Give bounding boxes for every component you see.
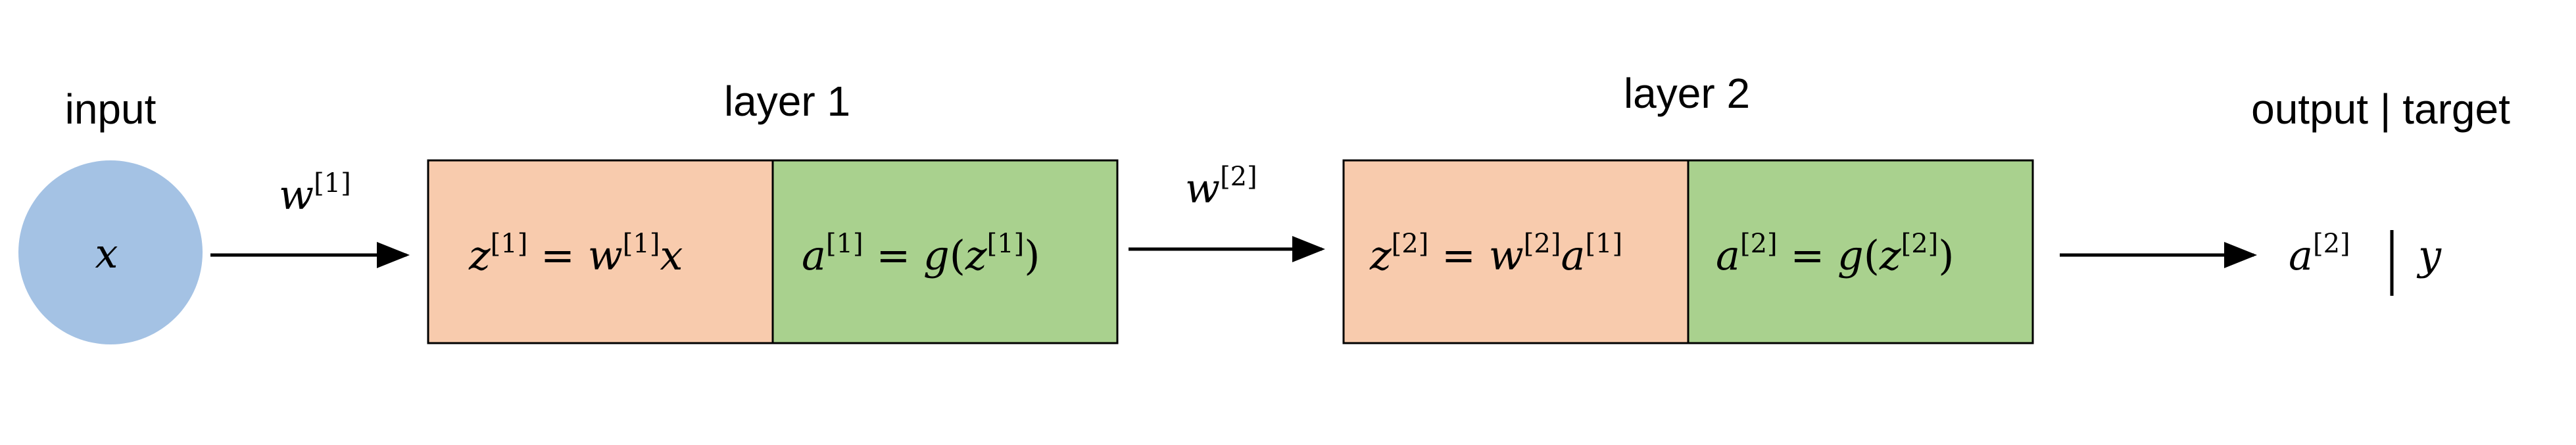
edge2-weight-label: w[2] (1185, 162, 1257, 212)
target-symbol: y (2416, 231, 2442, 279)
layer2-activation-equation: a[2] = g(z[2]) (1716, 229, 1954, 279)
input-label: input (65, 85, 157, 133)
layer1-label: layer 1 (724, 78, 850, 125)
layer1-activation-equation: a[1] = g(z[1]) (802, 229, 1040, 279)
layer2-activation-box (1687, 159, 2034, 344)
output-label: output | target (2251, 85, 2510, 133)
layer1-linear-equation: z[1] = w[1]x (468, 229, 683, 279)
layer1-linear-box (427, 159, 774, 344)
input-symbol: x (95, 229, 118, 277)
layer2-label: layer 2 (1624, 70, 1750, 117)
input-node (18, 160, 203, 344)
output-prediction: a[2] (2289, 229, 2350, 279)
layer1-activation-box (771, 159, 1119, 344)
layer2-linear-equation: z[2] = w[2]a[1] (1369, 229, 1622, 279)
layer2-linear-box (1342, 159, 1689, 344)
edge1-weight-label: w[1] (279, 168, 351, 219)
